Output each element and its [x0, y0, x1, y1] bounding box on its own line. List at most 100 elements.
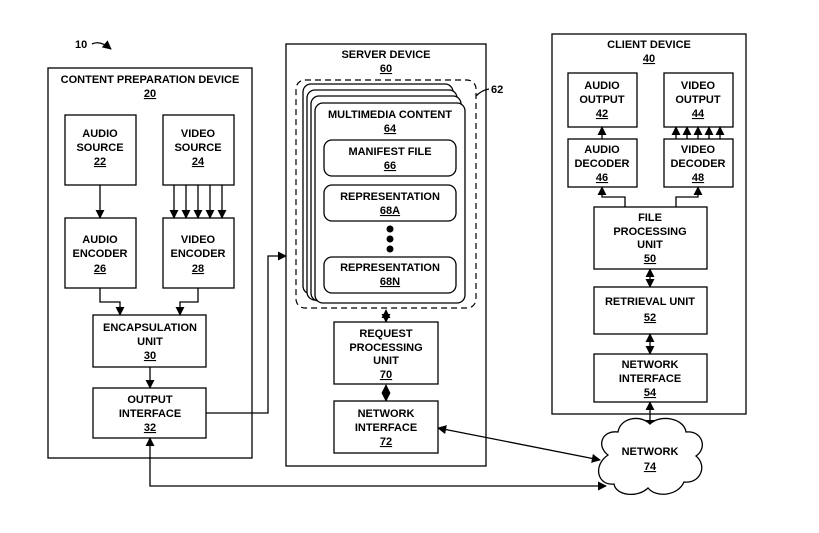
client-network-line1: NETWORK — [622, 359, 679, 371]
output-interface-line1: OUTPUT — [127, 394, 173, 406]
client-network-line2: INTERFACE — [619, 373, 681, 385]
request-processing-unit-box: REQUEST PROCESSING UNIT 70 — [333, 321, 439, 385]
request-processing-line3: UNIT — [373, 355, 399, 367]
audio-output-box: AUDIO OUTPUT 42 — [567, 72, 638, 128]
audio-decoder-number: 46 — [596, 172, 608, 184]
multimedia-number: 64 — [384, 123, 397, 135]
client-network-number: 54 — [644, 387, 657, 399]
server-number: 60 — [380, 63, 392, 75]
cloud-shape — [598, 417, 703, 495]
audio-encoder-number: 26 — [94, 263, 106, 275]
server-network-line1: NETWORK — [358, 408, 415, 420]
client-number: 40 — [643, 53, 655, 65]
video-decoder-box: VIDEO DECODER 48 — [663, 138, 734, 188]
audio-source-line1: AUDIO — [82, 128, 118, 140]
file-processing-line2: PROCESSING — [613, 226, 686, 238]
ellipsis-dot-2 — [386, 235, 394, 243]
file-to-audio-decoder-arrow — [597, 186, 626, 207]
client-device: CLIENT DEVICE 40 AUDIO OUTPUT 42 VIDEO O… — [551, 33, 747, 415]
audio-output-number: 42 — [596, 108, 608, 120]
content-preparation-number: 20 — [144, 88, 156, 100]
ellipsis-dot-3 — [386, 245, 394, 253]
video-source-line1: VIDEO — [181, 128, 216, 140]
video-output-line1: VIDEO — [681, 80, 716, 92]
video-output-box: VIDEO OUTPUT 44 — [663, 72, 734, 128]
audio-encoder-box: AUDIO ENCODER 26 — [64, 217, 137, 289]
storage-dashed-boundary — [295, 79, 477, 309]
audio-encoder-line1: AUDIO — [82, 234, 118, 246]
representation-a-label: REPRESENTATION — [340, 191, 440, 203]
video-decoder-line2: DECODER — [670, 158, 725, 170]
figure-ref-label: 10 — [75, 39, 87, 51]
server-network-interface-box: NETWORK INTERFACE 72 — [333, 400, 439, 454]
network-number: 74 — [644, 461, 657, 473]
file-processing-line3: UNIT — [637, 239, 663, 251]
encapsulation-line2: UNIT — [137, 336, 163, 348]
encapsulation-number: 30 — [144, 350, 156, 362]
multimedia-title: MULTIMEDIA CONTENT — [328, 109, 452, 121]
representation-68n-box: REPRESENTATION 68N — [323, 256, 457, 294]
output-to-server-arrow — [206, 251, 287, 414]
client-title: CLIENT DEVICE — [607, 39, 691, 51]
manifest-file-box: MANIFEST FILE 66 — [323, 139, 457, 177]
storage-ref-leader — [475, 88, 490, 97]
representation-n-label: REPRESENTATION — [340, 262, 440, 274]
video-encoder-line2: ENCODER — [170, 248, 225, 260]
storage-ref-number: 62 — [491, 84, 503, 96]
audio-source-number: 22 — [94, 156, 106, 168]
ellipsis-dot-1 — [386, 225, 394, 233]
server-device: SERVER DEVICE 60 62 MULTIMEDIA CONTENT 6… — [285, 43, 503, 467]
server-network-number: 72 — [380, 436, 392, 448]
audio-output-line2: OUTPUT — [579, 94, 625, 106]
audio-decoder-line2: DECODER — [574, 158, 629, 170]
manifest-label: MANIFEST FILE — [348, 146, 431, 158]
file-processing-unit-box: FILE PROCESSING UNIT 50 — [593, 206, 708, 270]
representation-n-number: 68N — [380, 276, 400, 288]
network-cloud: NETWORK 74 — [598, 417, 703, 495]
video-source-number: 24 — [192, 156, 205, 168]
output-network-link-arrow — [145, 437, 607, 491]
retrieval-label: RETRIEVAL UNIT — [605, 296, 695, 308]
content-preparation-title: CONTENT PREPARATION DEVICE — [61, 74, 240, 86]
audio-encoder-to-encapsulation-arrow — [99, 288, 125, 316]
server-network-line2: INTERFACE — [355, 422, 417, 434]
video-source-line2: SOURCE — [174, 142, 221, 154]
audio-decoder-box: AUDIO DECODER 46 — [567, 138, 638, 188]
content-preparation-device: CONTENT PREPARATION DEVICE 20 AUDIO SOUR… — [47, 67, 253, 459]
file-processing-number: 50 — [644, 253, 656, 265]
video-encoder-line1: VIDEO — [181, 234, 216, 246]
request-processing-line1: REQUEST — [359, 328, 412, 340]
server-title: SERVER DEVICE — [341, 49, 430, 61]
video-output-line2: OUTPUT — [675, 94, 721, 106]
representation-a-number: 68A — [380, 205, 400, 217]
audio-source-line2: SOURCE — [76, 142, 123, 154]
file-processing-line1: FILE — [638, 212, 662, 224]
video-encoder-to-encapsulation-arrow — [175, 288, 199, 316]
audio-decoder-line1: AUDIO — [584, 144, 620, 156]
video-decoder-number: 48 — [692, 172, 704, 184]
request-processing-number: 70 — [380, 369, 392, 381]
video-encoder-box: VIDEO ENCODER 28 — [162, 217, 235, 289]
file-to-video-decoder-arrow — [675, 186, 703, 207]
output-interface-box: OUTPUT INTERFACE 32 — [92, 387, 207, 439]
audio-output-line1: AUDIO — [584, 80, 620, 92]
output-interface-line2: INTERFACE — [119, 408, 181, 420]
audio-encoder-line2: ENCODER — [72, 248, 127, 260]
representation-68a-box: REPRESENTATION 68A — [323, 184, 457, 222]
request-processing-line2: PROCESSING — [349, 342, 422, 354]
audio-source-box: AUDIO SOURCE 22 — [64, 114, 137, 186]
video-output-number: 44 — [692, 108, 705, 120]
client-network-interface-box: NETWORK INTERFACE 54 — [593, 353, 708, 403]
video-source-box: VIDEO SOURCE 24 — [162, 114, 235, 186]
figure-ref-arrow — [91, 40, 112, 50]
network-label: NETWORK — [622, 446, 679, 458]
encapsulation-unit-box: ENCAPSULATION UNIT 30 — [92, 314, 207, 368]
retrieval-number: 52 — [644, 312, 656, 324]
retrieval-unit-box: RETRIEVAL UNIT 52 — [593, 286, 708, 335]
video-encoder-number: 28 — [192, 263, 204, 275]
manifest-number: 66 — [384, 160, 396, 172]
output-interface-number: 32 — [144, 422, 156, 434]
video-decoder-line1: VIDEO — [681, 144, 716, 156]
encapsulation-line1: ENCAPSULATION — [103, 322, 197, 334]
